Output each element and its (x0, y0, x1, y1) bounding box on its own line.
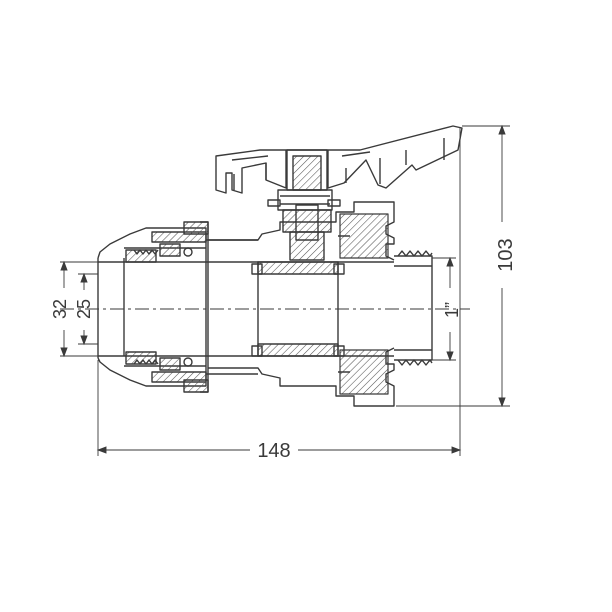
compression-nut (97, 221, 209, 393)
stem-assembly (267, 149, 341, 261)
threaded-end (394, 250, 433, 366)
dim-height (396, 124, 510, 408)
label-total-height: 103 (495, 238, 517, 271)
label-outer-diameter: 32 (50, 299, 70, 319)
dim-length (96, 128, 462, 456)
label-total-length: 148 (257, 440, 290, 462)
lever-handle (215, 125, 463, 194)
pipe (98, 239, 258, 375)
valve-body (208, 201, 395, 407)
label-inner-diameter: 25 (74, 299, 94, 319)
gripping-ring (125, 243, 193, 371)
dim-inner-diameter (78, 272, 98, 346)
ball (251, 261, 394, 357)
dim-thread (432, 256, 456, 362)
dim-outer-diameter (60, 260, 98, 358)
label-thread-size: 1” (442, 302, 462, 318)
